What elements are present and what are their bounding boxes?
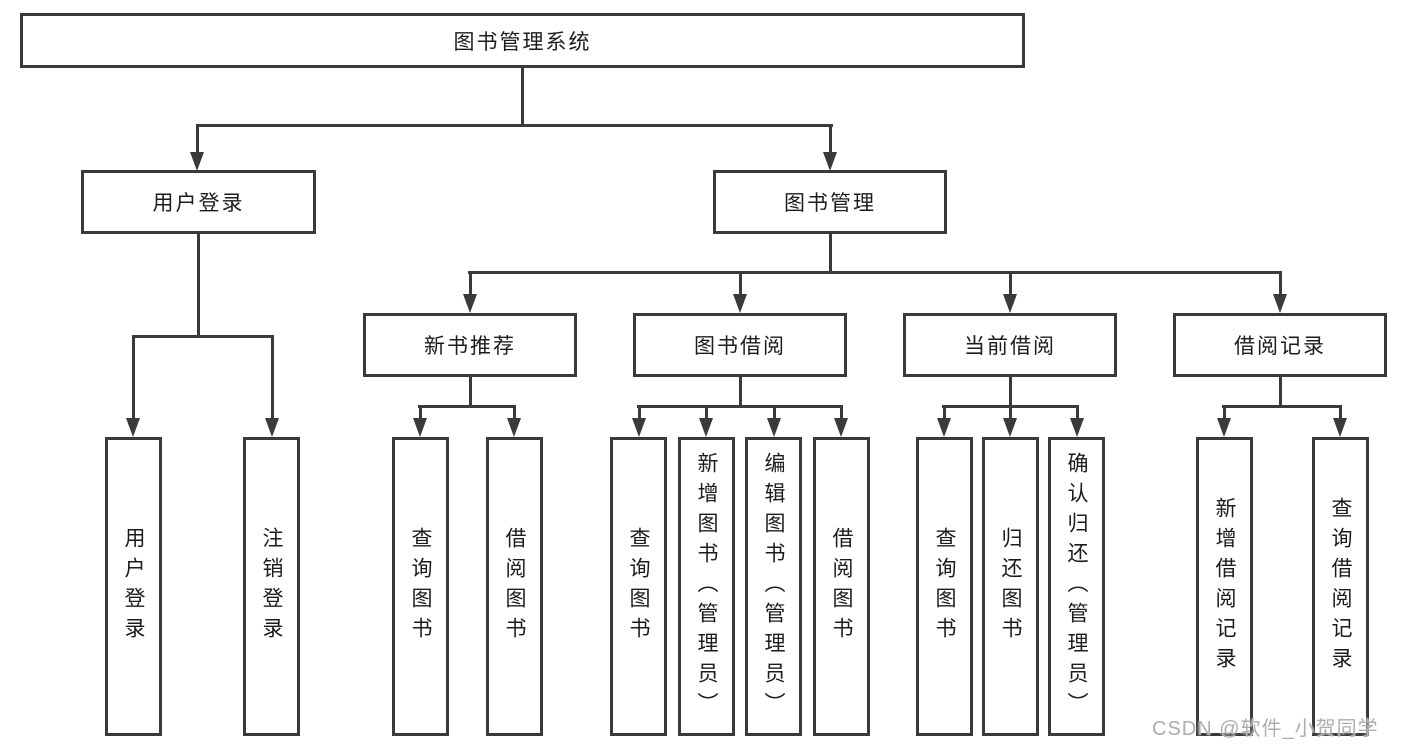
leaf-add-borrow-record: 新增借阅记录 <box>1196 437 1253 736</box>
node-current-borrow: 当前借阅 <box>903 313 1117 377</box>
connector-line <box>1076 405 1079 421</box>
connector-line <box>197 234 200 338</box>
connector-line <box>739 377 742 408</box>
leaf-borrow-books-recommend: 借阅图书 <box>486 437 543 736</box>
leaf-return-book: 归还图书 <box>982 437 1039 736</box>
connector-line <box>829 234 832 274</box>
connector-line <box>469 377 472 408</box>
connector-line <box>468 271 1282 274</box>
arrow-down-icon <box>632 418 646 437</box>
leaf-logout: 注销登录 <box>243 437 300 736</box>
connector-line <box>469 271 472 297</box>
connector-line <box>132 335 135 421</box>
connector-line <box>705 405 708 421</box>
arrow-down-icon <box>733 294 747 313</box>
connector-line <box>513 405 516 421</box>
connector-line <box>271 335 274 421</box>
node-user-login: 用户登录 <box>81 170 316 234</box>
node-root: 图书管理系统 <box>20 13 1025 68</box>
connector-line <box>196 124 833 127</box>
connector-line <box>773 405 776 421</box>
leaf-confirm-return-admin: 确认归还（管理员） <box>1048 437 1105 736</box>
connector-line <box>1279 377 1282 408</box>
leaf-query-books-borrow: 查询图书 <box>610 437 667 736</box>
node-borrow-records: 借阅记录 <box>1173 313 1387 377</box>
connector-line <box>1009 405 1012 421</box>
arrow-down-icon <box>767 418 781 437</box>
arrow-down-icon <box>265 418 279 437</box>
connector-line <box>1009 377 1012 408</box>
connector-line <box>637 405 843 408</box>
leaf-query-borrow-record: 查询借阅记录 <box>1312 437 1369 736</box>
connector-line <box>418 405 516 408</box>
arrow-down-icon <box>1333 418 1347 437</box>
arrow-down-icon <box>937 418 951 437</box>
arrow-down-icon <box>507 418 521 437</box>
arrow-down-icon <box>1003 418 1017 437</box>
arrow-down-icon <box>1003 294 1017 313</box>
connector-line <box>943 405 946 421</box>
leaf-add-book-admin: 新增图书（管理员） <box>678 437 735 736</box>
arrow-down-icon <box>1070 418 1084 437</box>
leaf-borrow-books: 借阅图书 <box>813 437 870 736</box>
leaf-query-books-recommend: 查询图书 <box>392 437 449 736</box>
leaf-user-login: 用户登录 <box>105 437 162 736</box>
connector-line <box>829 124 832 154</box>
connector-line <box>521 68 524 126</box>
connector-line <box>1339 405 1342 421</box>
node-book-borrow: 图书借阅 <box>633 313 847 377</box>
arrow-down-icon <box>1217 418 1231 437</box>
leaf-query-books-current: 查询图书 <box>916 437 973 736</box>
arrow-down-icon <box>834 418 848 437</box>
arrow-down-icon <box>126 418 140 437</box>
connector-line <box>1009 271 1012 297</box>
connector-line <box>1279 271 1282 297</box>
connector-line <box>1223 405 1226 421</box>
connector-line <box>739 271 742 297</box>
arrow-down-icon <box>190 152 204 171</box>
connector-line <box>638 405 641 421</box>
arrow-down-icon <box>413 418 427 437</box>
node-book-management: 图书管理 <box>713 170 947 234</box>
arrow-down-icon <box>823 152 837 171</box>
arrow-down-icon <box>463 294 477 313</box>
leaf-edit-book-admin: 编辑图书（管理员） <box>745 437 802 736</box>
watermark: CSDN @软件_小贺同学 <box>1152 718 1379 740</box>
arrow-down-icon <box>699 418 713 437</box>
connector-line <box>419 405 422 421</box>
connector-line <box>132 335 274 338</box>
connector-line <box>196 124 199 154</box>
arrow-down-icon <box>1273 294 1287 313</box>
node-new-book-recommend: 新书推荐 <box>363 313 577 377</box>
connector-line <box>1222 405 1342 408</box>
connector-line <box>840 405 843 421</box>
